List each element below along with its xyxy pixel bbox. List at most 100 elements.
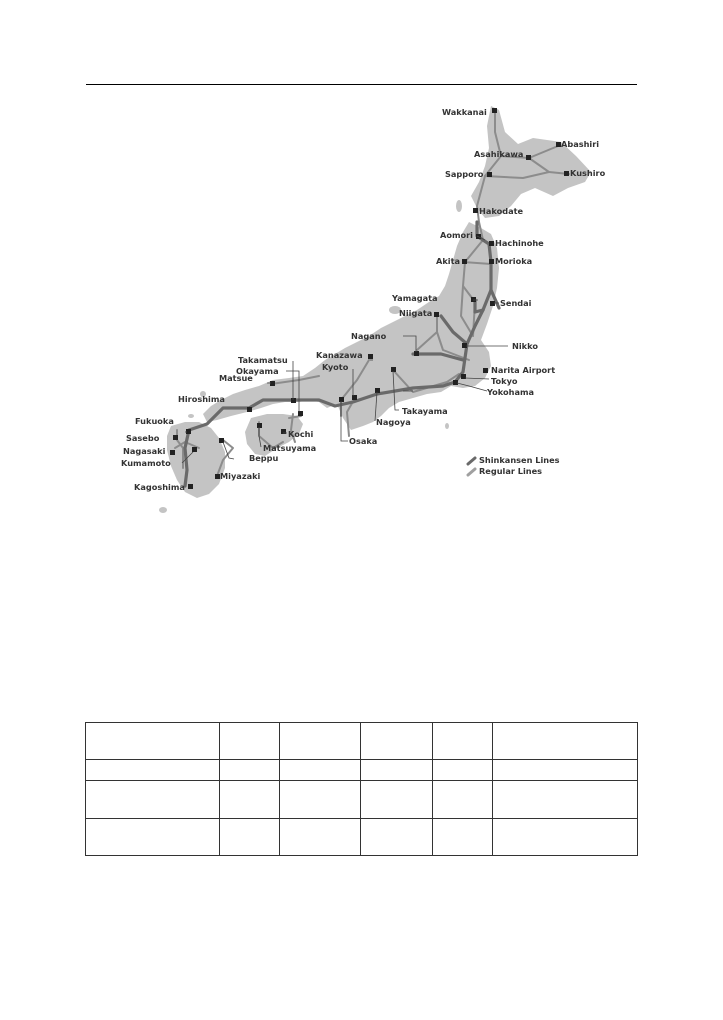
table-cell (432, 780, 493, 819)
label-niigata: Niigata (399, 308, 432, 318)
japan-rail-map: Wakkanai Abashiri Asahikawa Sapporo Kush… (113, 96, 627, 520)
table-cell (432, 722, 493, 760)
station-marker-kochi (281, 429, 286, 434)
station-marker-kanazawa (368, 354, 373, 359)
land-island-oki (200, 391, 206, 397)
legend-shinkansen-swatch (466, 456, 477, 466)
station-marker-beppu (219, 438, 224, 443)
label-asahikawa: Asahikawa (474, 149, 523, 159)
land-kyushu (167, 422, 225, 498)
station-marker-kyoto (352, 395, 357, 400)
station-marker-matsuyama (257, 423, 262, 428)
label-sendai: Sendai (500, 298, 532, 308)
station-marker-niigata (434, 312, 439, 317)
table-cell (432, 818, 493, 856)
land-honshu (203, 222, 499, 430)
label-wakkanai: Wakkanai (442, 107, 487, 117)
station-marker-nagano (414, 351, 419, 356)
table-cell (360, 759, 434, 781)
table-row (84, 780, 639, 819)
legend-regular-label: Regular Lines (479, 466, 542, 476)
map-legend: Shinkansen Lines Regular Lines (466, 455, 560, 477)
label-nagano: Nagano (351, 331, 387, 341)
label-fukuoka: Fukuoka (135, 416, 174, 426)
label-hakodate: Hakodate (479, 206, 524, 216)
land-hokkaido (471, 106, 591, 218)
label-nikko: Nikko (512, 341, 538, 351)
station-marker-miyazaki (215, 474, 220, 479)
label-miyazaki: Miyazaki (220, 471, 261, 481)
station-labels: Wakkanai Abashiri Asahikawa Sapporo Kush… (121, 107, 606, 492)
land-island-sado (389, 306, 401, 314)
table-cell (360, 780, 434, 819)
table-row (84, 722, 639, 760)
station-marker-matsue (270, 381, 275, 386)
label-nagasaki: Nagasaki (123, 446, 166, 456)
label-nagoya: Nagoya (376, 417, 411, 427)
label-kanazawa: Kanazawa (316, 350, 363, 360)
top-rule (86, 84, 637, 85)
table-cell (84, 722, 221, 760)
table-cell (491, 759, 639, 781)
land-island-iki (188, 414, 194, 418)
label-matsuyama: Matsuyama (263, 443, 316, 453)
label-sapporo: Sapporo (445, 169, 484, 179)
table-cell (360, 818, 434, 856)
table-cell (84, 759, 221, 781)
station-marker-okayama (291, 398, 296, 403)
label-yokohama: Yokohama (486, 387, 534, 397)
legend-regular-swatch (466, 467, 477, 477)
label-takayama: Takayama (402, 406, 448, 416)
legend-shinkansen-label: Shinkansen Lines (479, 455, 560, 465)
station-marker-morioka (489, 259, 494, 264)
station-marker-hiroshima (247, 407, 252, 412)
table-cell (278, 722, 362, 760)
station-marker-abashiri (556, 142, 561, 147)
table-cell (219, 780, 280, 819)
station-marker-asahikawa (526, 155, 531, 160)
station-marker-fukuoka (186, 429, 191, 434)
station-marker-tokyo (461, 374, 466, 379)
label-yamagata: Yamagata (391, 293, 438, 303)
station-marker-hachinohe (489, 241, 494, 246)
table-cell (491, 780, 639, 819)
label-tokyo: Tokyo (491, 376, 518, 386)
label-hiroshima: Hiroshima (178, 394, 225, 404)
station-marker-hakodate (473, 208, 478, 213)
station-markers (170, 108, 569, 489)
label-kyoto: Kyoto (322, 362, 349, 372)
label-osaka: Osaka (349, 436, 377, 446)
land-island-tanega (159, 507, 167, 513)
station-marker-takamatsu (298, 411, 303, 416)
label-kagoshima: Kagoshima (134, 482, 185, 492)
station-marker-nikko (462, 343, 467, 348)
table-cell (278, 818, 362, 856)
label-kumamoto: Kumamoto (121, 458, 171, 468)
label-morioka: Morioka (495, 256, 532, 266)
label-kochi: Kochi (288, 429, 314, 439)
station-marker-yokohama (453, 380, 458, 385)
label-hachinohe: Hachinohe (495, 238, 544, 248)
map-svg: Wakkanai Abashiri Asahikawa Sapporo Kush… (113, 96, 627, 520)
station-marker-narita (483, 368, 488, 373)
empty-table (84, 722, 639, 856)
table-cell (84, 780, 221, 819)
label-sasebo: Sasebo (126, 433, 160, 443)
table-cell (84, 818, 221, 856)
label-okayama: Okayama (236, 366, 279, 376)
table-cell (219, 818, 280, 856)
table-cell (219, 759, 280, 781)
station-marker-akita (462, 259, 467, 264)
table-cell (219, 722, 280, 760)
label-aomori: Aomori (440, 230, 473, 240)
table-row (84, 759, 639, 781)
label-beppu: Beppu (249, 453, 279, 463)
label-abashiri: Abashiri (561, 139, 599, 149)
table-cell (491, 818, 639, 856)
table-cell (491, 722, 639, 760)
table-cell (360, 722, 434, 760)
label-matsue: Matsue (219, 373, 253, 383)
station-marker-osaka (339, 397, 344, 402)
station-marker-sapporo (487, 172, 492, 177)
table-row (84, 818, 639, 856)
